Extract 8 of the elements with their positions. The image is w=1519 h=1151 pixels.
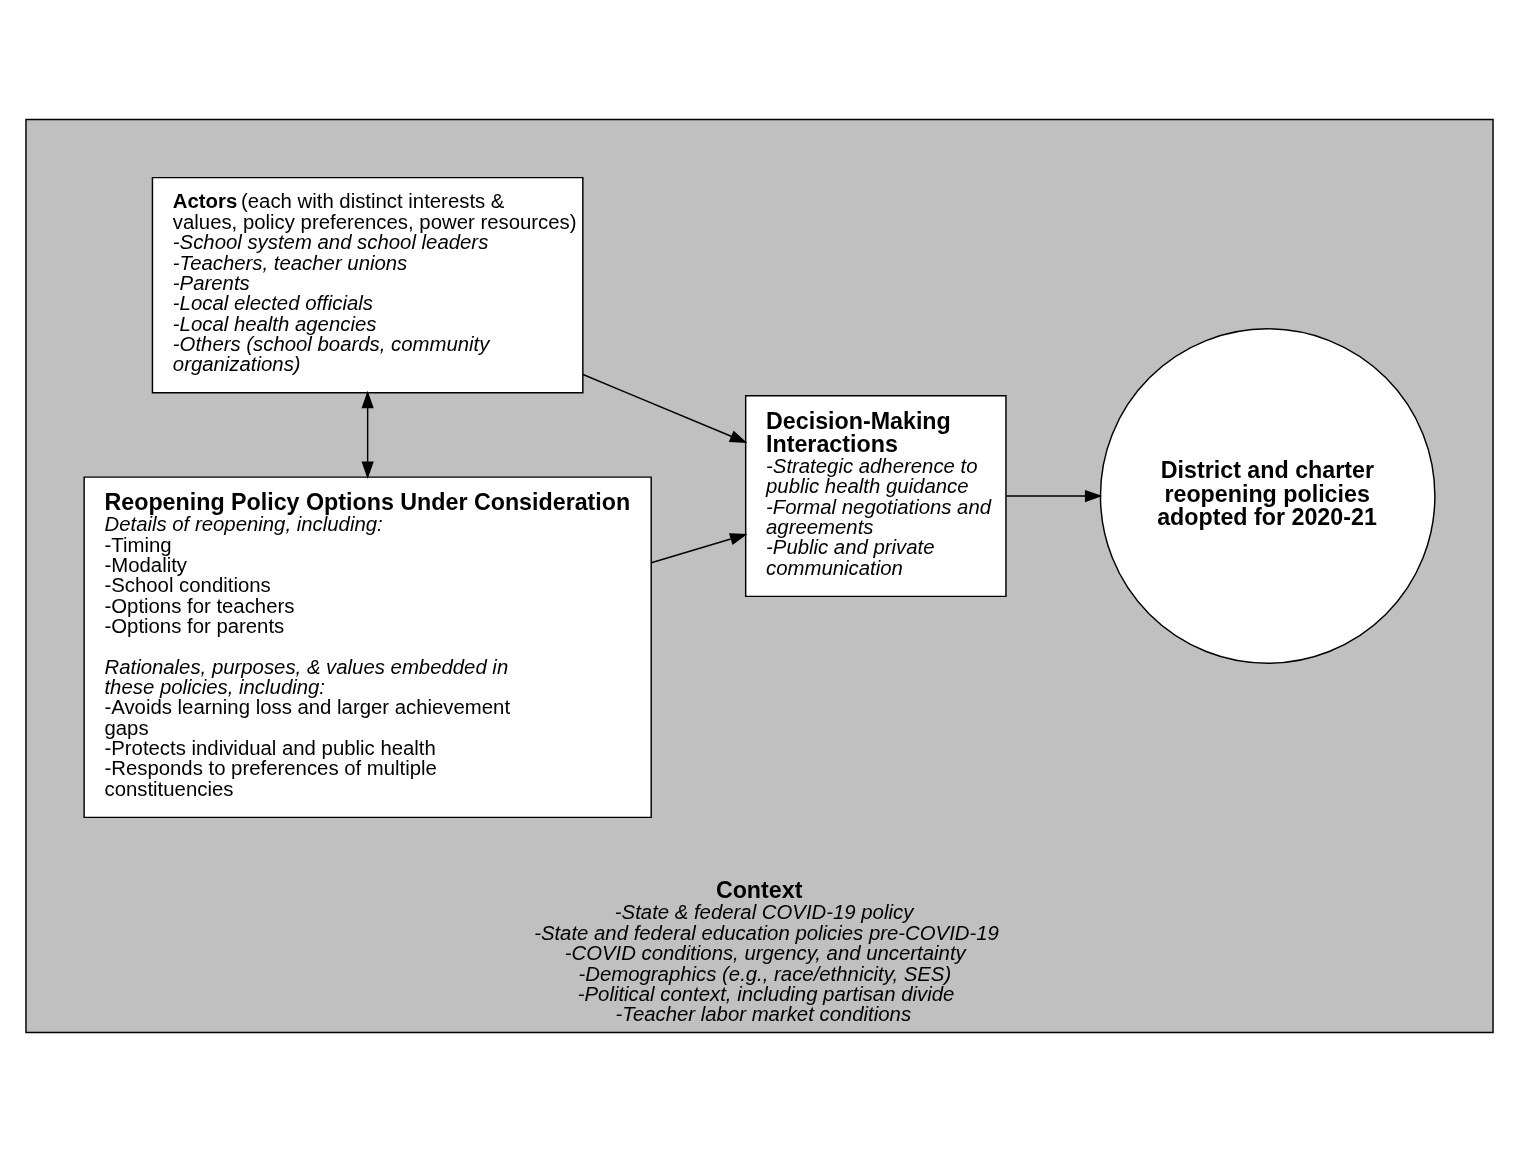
- node-circle: District and charter reopening policies adopted for 2020-21: [1099, 327, 1436, 664]
- arrow: [650, 532, 748, 564]
- arrow: [361, 390, 374, 479]
- node-box: Decision-Making Interactions -Strategic adherence to public health guidance -Formal negotiations and agreements -Public and private communication: [744, 394, 1007, 597]
- node-box: Reopening Policy Options Under Consideration Details of reopening, including: -Timing -Modality -School conditions -Options for teachers -Options for parents Rationales, purposes, & values embedded in these policies, including: -Avoids learning loss and larger achievement gaps -Protects individual and public health -Responds to preferences of multiple constituencies: [83, 475, 652, 818]
- arrow: [1005, 489, 1103, 502]
- node-box: Actors (each with distinct interests & values, policy preferences, power resources) -School system and school leaders -Teachers, teacher unions -Parents -Local elected officials -Local health agencies -Others (school boards, community organizations): [151, 176, 584, 394]
- arrow: [582, 373, 748, 443]
